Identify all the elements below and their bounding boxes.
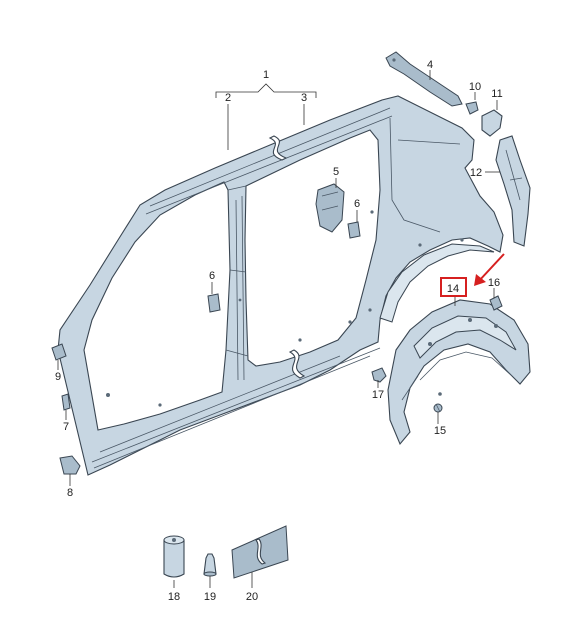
part-11-bracket — [481, 109, 503, 137]
part-17-fastener — [371, 367, 387, 383]
part-8-clip — [59, 455, 81, 475]
part-14-wheelhouse-liner — [387, 299, 531, 446]
part-9-clip — [51, 343, 67, 361]
callout-14: 14 — [447, 283, 459, 295]
callout-11: 11 — [491, 88, 502, 100]
leader-lines — [57, 70, 500, 588]
callout-17: 17 — [372, 389, 384, 401]
callouts: 1 2 3 4 10 11 12 5 6 6 9 7 8 14 16 17 15… — [55, 59, 503, 603]
side-panel-assembly — [57, 95, 504, 476]
callout-16: 16 — [488, 277, 500, 289]
part-6-clip-upper — [347, 221, 361, 239]
callout-20: 20 — [246, 591, 258, 603]
callout-8: 8 — [67, 487, 73, 499]
part-16-clip — [489, 295, 503, 311]
part-19-plug — [203, 553, 217, 577]
part-6-clip-lower — [207, 293, 221, 313]
part-18-foam-cylinder — [163, 535, 185, 578]
callout-6-lower: 6 — [209, 270, 215, 282]
callout-6-upper: 6 — [354, 198, 360, 210]
callout-18: 18 — [168, 591, 180, 603]
highlight-annotation — [440, 253, 505, 297]
highlight-arrow — [477, 253, 505, 283]
callout-9: 9 — [55, 371, 61, 383]
callout-2: 2 — [225, 92, 231, 104]
callout-12: 12 — [470, 167, 482, 179]
part-7-clip — [61, 393, 71, 411]
part-10-clip — [465, 101, 479, 115]
part-15-screw — [433, 403, 443, 413]
callout-5: 5 — [333, 166, 339, 178]
callout-4: 4 — [427, 59, 433, 71]
callout-1: 1 — [263, 69, 269, 81]
part-12-panel — [495, 135, 531, 247]
callout-15: 15 — [434, 425, 446, 437]
callout-10: 10 — [469, 81, 481, 93]
part-4-reinforcement — [385, 51, 463, 107]
part-20-damping-pad — [231, 525, 289, 579]
callout-3: 3 — [301, 92, 307, 104]
callout-19: 19 — [204, 591, 216, 603]
highlight-box — [440, 277, 467, 297]
callout-7: 7 — [63, 421, 69, 433]
